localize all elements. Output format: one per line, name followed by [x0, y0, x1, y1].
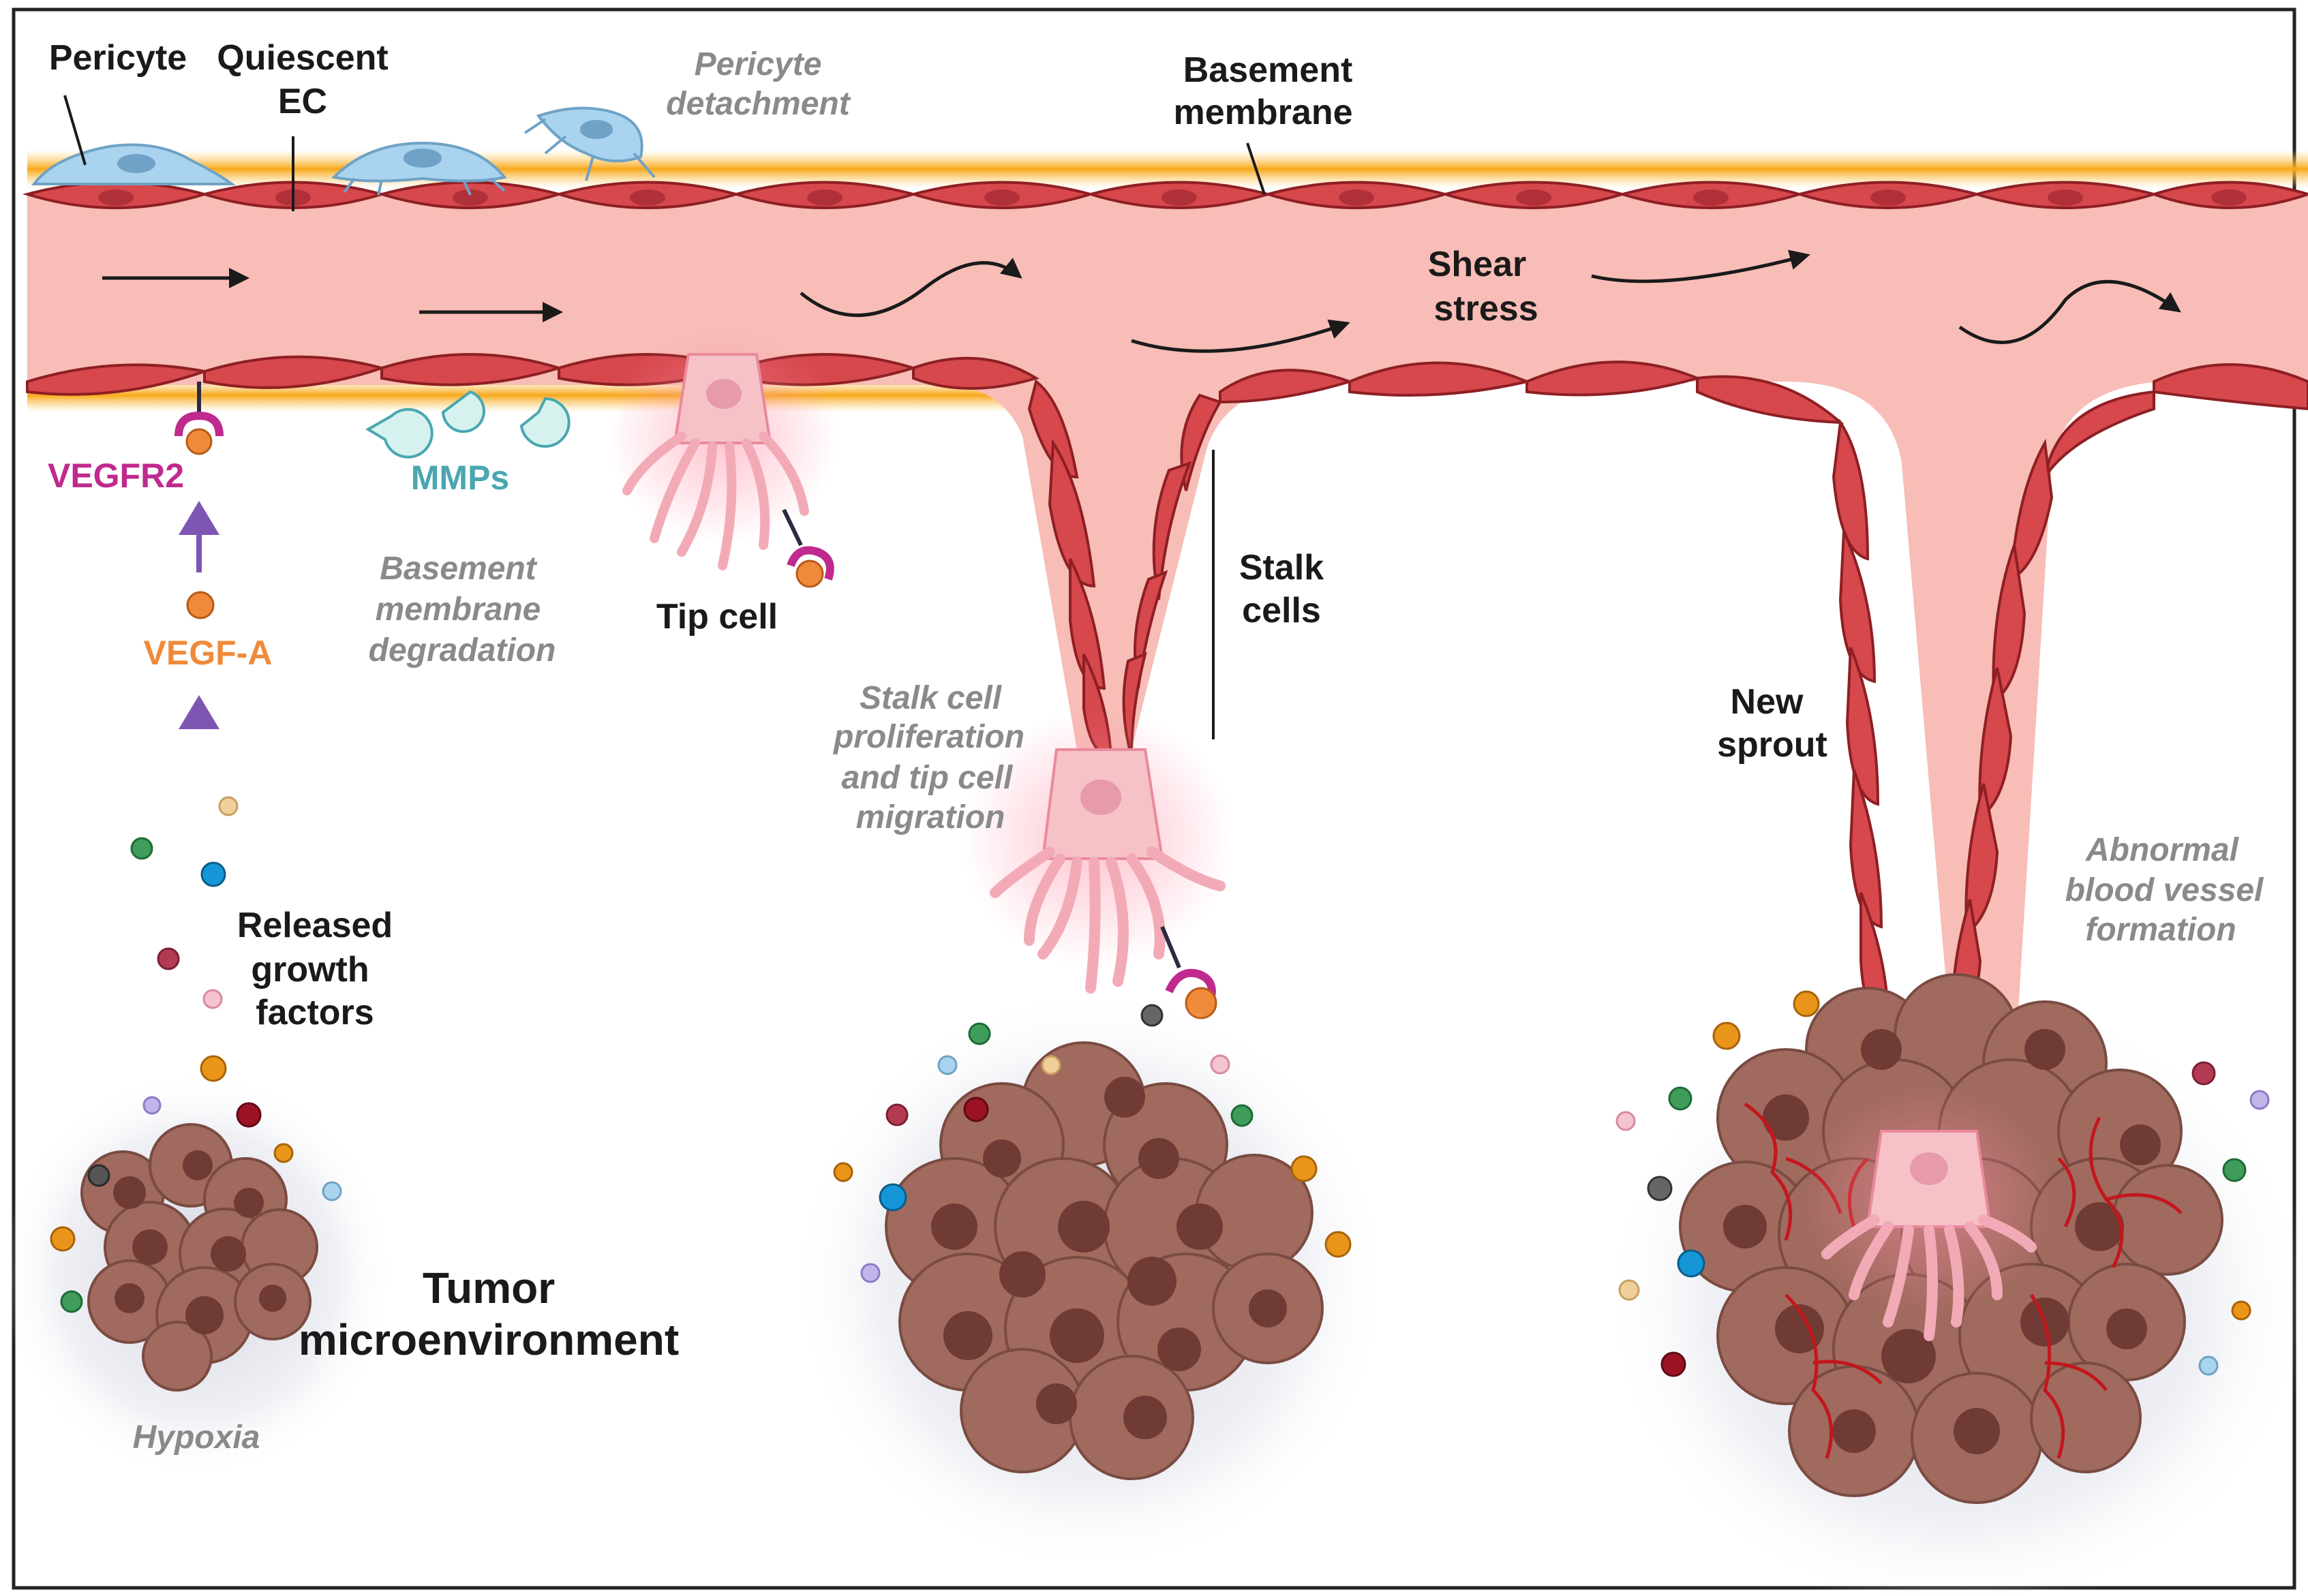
- label-quiescent-ec-line1: Quiescent: [217, 38, 388, 78]
- label-pericyte: Pericyte: [49, 38, 187, 78]
- endothelial-bottom-row: [26, 353, 2308, 425]
- label-stalk-cells-line1: Stalk: [1239, 548, 1324, 587]
- label-stalk-prolif-line1: Stalk cell: [860, 680, 1003, 716]
- label-new-sprout-line2: sprout: [1717, 725, 1827, 765]
- figure-frame: [12, 7, 2296, 1590]
- label-vegf-a: VEGF-A: [144, 634, 273, 672]
- tumor-right-nuclei: [1723, 1029, 2161, 1454]
- label-released-gf-line1: Released: [237, 906, 393, 945]
- label-released-gf-line3: factors: [256, 993, 374, 1032]
- mmp-enzyme-icon: [365, 390, 571, 459]
- label-bm-degradation-line2: membrane: [376, 592, 541, 628]
- label-abnormal-line1: Abnormal: [2085, 832, 2240, 868]
- label-pericyte-detachment-line2: detachment: [666, 86, 851, 122]
- label-abnormal-line3: formation: [2085, 912, 2236, 948]
- tumor-middle-nuclei: [931, 1077, 1287, 1439]
- label-tumor-me-line2: microenvironment: [299, 1315, 679, 1364]
- tip-cell-upper: [607, 327, 838, 588]
- signal-arrow-up-icon: [179, 501, 219, 1022]
- label-tumor-me-line1: Tumor: [423, 1263, 555, 1313]
- label-bm-degradation-line1: Basement: [380, 551, 537, 587]
- endothelial-top-nuclei: [98, 189, 2247, 206]
- label-new-sprout-line1: New: [1731, 682, 1804, 722]
- left-sprout-stalk-cells: [1027, 379, 1222, 758]
- tumor-left-nuclei: [113, 1150, 286, 1334]
- label-pericyte-detachment-line1: Pericyte: [695, 46, 822, 82]
- pointer-lines: [63, 95, 1266, 739]
- pericyte-detaching-2: [523, 106, 656, 181]
- label-mmps: MMPs: [411, 459, 509, 497]
- label-abnormal-line2: blood vessel: [2065, 872, 2264, 908]
- label-stalk-prolif-line4: migration: [856, 799, 1005, 835]
- label-shear-stress-line1: Shear: [1428, 245, 1527, 284]
- vessel-lumen: [27, 194, 2308, 1022]
- label-hypoxia: Hypoxia: [133, 1419, 260, 1456]
- tip-cell-middle: [961, 709, 1234, 1019]
- label-basement-membrane-line2: membrane: [1174, 93, 1353, 132]
- shear-stress-arrow-icon: [800, 249, 2181, 353]
- label-tip-cell: Tip cell: [656, 597, 778, 636]
- tumor-middle: [885, 1041, 1324, 1480]
- label-vegfr2: VEGFR2: [48, 457, 184, 495]
- flow-arrow-icon: [102, 268, 563, 322]
- label-stalk-prolif-line2: proliferation: [832, 719, 1024, 755]
- label-shear-stress-line2: stress: [1433, 289, 1538, 328]
- label-quiescent-ec-line2: EC: [278, 82, 327, 121]
- label-basement-membrane-line1: Basement: [1183, 50, 1353, 90]
- growth-factor-dot-icon: [50, 796, 2270, 1377]
- vegfr2-receptor-icon: [174, 382, 224, 455]
- label-stalk-prolif-line3: and tip cell: [842, 760, 1014, 796]
- label-bm-degradation-line3: degradation: [369, 632, 556, 669]
- tip-cell-right: [1800, 1084, 2059, 1341]
- pericyte-detaching-1: [331, 141, 507, 196]
- label-stalk-cells-line2: cells: [1242, 591, 1321, 630]
- label-released-gf-line2: growth: [251, 950, 369, 989]
